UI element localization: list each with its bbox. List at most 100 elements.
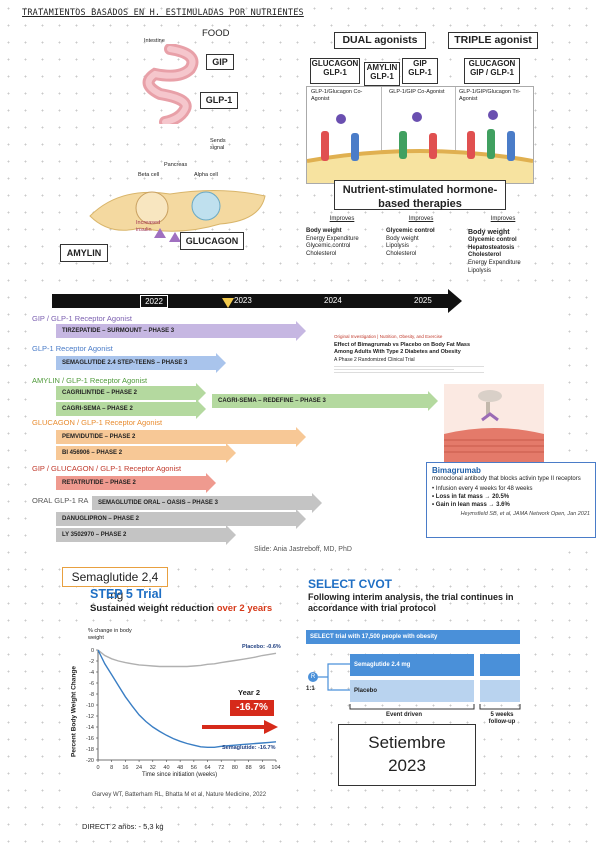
col3-item: Hepatosteatosis bbox=[468, 244, 515, 251]
col3-item: Body weight bbox=[468, 228, 510, 236]
triple-agonist-title: TRIPLE agonist bbox=[448, 32, 538, 49]
panel-title-2: GLP-1/GIP Co-Agonist bbox=[389, 89, 445, 95]
semaglutide-header: Semaglutide 2,4 mg bbox=[62, 567, 168, 602]
step5-ref: Garvey WT, Batterham RL, Bhatta M et al,… bbox=[92, 792, 267, 798]
col1-item: Cholesterol bbox=[306, 251, 337, 258]
slide-credit: Slide: Ania Jastreboff, MD, PhD bbox=[254, 546, 352, 553]
col2-item: Body weight bbox=[386, 235, 419, 242]
col1-item: Energy Expenditure bbox=[306, 235, 359, 242]
timeline-arrow-head bbox=[448, 289, 462, 313]
x-tick-label: 72 bbox=[218, 765, 224, 771]
y-tick-label: -14 bbox=[86, 725, 94, 731]
panel-title-3: GLP-1/GIP/Glucagon Tri-Agonist bbox=[459, 89, 521, 102]
cvot-placebo-followup bbox=[480, 680, 520, 702]
step5-subtitle: Sustained weight reduction over 2 years bbox=[90, 603, 272, 614]
group-label-amylin-glp1: AMYLIN / GLP-1 Receptor Agonist bbox=[32, 376, 148, 385]
step5-subtitle-b: over 2 years bbox=[216, 603, 273, 614]
improves-col-1: Improves Body weight Energy Expenditure … bbox=[306, 216, 378, 259]
agonists-panel: DUAL agonists TRIPLE agonist GLUCAGON GL… bbox=[296, 30, 538, 300]
glp1-box: GLP-1 bbox=[200, 92, 238, 109]
x-tick-label: 16 bbox=[122, 765, 128, 771]
bar-semaglutide-oral: SEMAGLUTIDE ORAL – OASIS – PHASE 3 bbox=[92, 493, 322, 513]
x-tick-label: 64 bbox=[204, 765, 210, 771]
bar-ly3502970: LY 3502970 – PHASE 2 bbox=[56, 525, 236, 545]
bar-semaglutide-teens: SEMAGLUTIDE 2.4 STEP-TEENS – PHASE 3 bbox=[56, 353, 226, 373]
amylin-glp1-box: AMYLIN GLP-1 bbox=[364, 62, 400, 86]
cvot-event-label: Event driven bbox=[386, 712, 423, 718]
x-tick-label: 0 bbox=[96, 765, 99, 771]
amylin-box: AMYLIN bbox=[60, 244, 108, 262]
improves-label-2: Improves bbox=[408, 216, 434, 222]
increased-insulin-label: Increased insulin bbox=[136, 220, 161, 233]
bimagrumab-desc: monoclonal antibody that blocks activin … bbox=[432, 476, 581, 482]
cvot-randomize: R bbox=[308, 672, 318, 682]
x-tick-label: 32 bbox=[150, 765, 156, 771]
beta-cell-label: Beta cell bbox=[138, 172, 160, 178]
bar-cagrilintide: CAGRILINTIDE – PHASE 2 bbox=[56, 383, 206, 403]
x-tick-label: 88 bbox=[246, 765, 252, 771]
x-tick-label: 40 bbox=[163, 765, 169, 771]
group-label-triple: GIP / GLUCAGON / GLP-1 Receptor Agonist bbox=[32, 464, 182, 473]
y-caption: % change in body weight bbox=[88, 628, 132, 641]
y-tick-label: -20 bbox=[86, 758, 94, 764]
glucagon-glp1-box: GLUCAGON GLP-1 bbox=[310, 58, 360, 84]
group-label-gip-glp1: GIP / GLP-1 Receptor Agonist bbox=[32, 314, 132, 323]
series-line-semaglutide bbox=[97, 649, 277, 748]
improves-col-2: Improves Glycemic control Body weight Li… bbox=[386, 216, 456, 259]
page-title: TRATAMIENTOS BASADOS EN H. ESTIMULADAS P… bbox=[22, 8, 304, 18]
bimagrumab-item-1: • Infusion every 4 weeks for 48 weeks bbox=[432, 486, 533, 492]
col3-item: Cholesterol bbox=[468, 252, 502, 259]
paper-tag: Original Investigation | Nutrition, Obes… bbox=[334, 334, 443, 339]
x-tick-label: 96 bbox=[259, 765, 265, 771]
x-tick-label: 80 bbox=[232, 765, 238, 771]
pancreas-label: Pancreas bbox=[164, 162, 188, 168]
group-label-glp1: GLP-1 Receptor Agonist bbox=[32, 344, 113, 353]
y-tick-label: -18 bbox=[86, 747, 94, 753]
y-tick-label: -16 bbox=[86, 736, 94, 742]
muscle-illustration bbox=[444, 384, 544, 462]
y-tick-label: -12 bbox=[86, 714, 94, 720]
glucagon-gip-glp1-box: GLUCAGON GIP / GLP-1 bbox=[464, 58, 520, 84]
y-tick-label: -6 bbox=[89, 681, 94, 687]
col3-item: Glycemic control bbox=[468, 236, 517, 243]
y-tick-label: -8 bbox=[89, 692, 94, 698]
now-marker bbox=[222, 298, 234, 308]
cvot-sema-bar: Semaglutide 2.4 mg bbox=[350, 654, 474, 676]
intestine-label: Intestine bbox=[144, 38, 165, 44]
paper-subtitle: A Phase 2 Randomized Clinical Trial bbox=[334, 356, 415, 363]
sends-signal-label: Sends signal bbox=[210, 138, 226, 151]
alpha-cell-label: Alpha cell bbox=[194, 172, 218, 178]
bar-cagri-sema-ph2: CAGRI-SEMA – PHASE 2 bbox=[56, 399, 206, 419]
bimagrumab-box: Bimagrumab monoclonal antibody that bloc… bbox=[426, 462, 596, 538]
col1-item: Glycemic control bbox=[306, 243, 351, 250]
y-tick-label: -4 bbox=[89, 670, 94, 676]
paper-title: Effect of Bimagrumab vs Placebo on Body … bbox=[334, 341, 471, 355]
cvot-followup-label: 5 weeks follow-up bbox=[488, 712, 516, 726]
dual-agonists-title: DUAL agonists bbox=[334, 32, 426, 49]
pancreas-drawing bbox=[89, 189, 266, 242]
semaglutide-label: Semaglutide: -16.7% bbox=[222, 745, 276, 751]
center-title: Nutrient-stimulated hormone-based therap… bbox=[334, 180, 506, 210]
improves-label-1: Improves bbox=[329, 216, 355, 222]
year-2025: 2025 bbox=[414, 296, 432, 305]
food-label: FOOD bbox=[202, 28, 230, 39]
bar-pemvidutide: PEMVIDUTIDE – PHASE 2 bbox=[56, 427, 306, 447]
bar-cagri-sema-redefine: CAGRI-SEMA – REDEFINE – PHASE 3 bbox=[212, 391, 438, 411]
cvot-branch-lines bbox=[318, 663, 350, 691]
col2-item: Lipolysis bbox=[386, 243, 410, 250]
cvot-subtitle: Following interim analysis, the trial co… bbox=[308, 592, 514, 614]
cvot-title: SELECT CVOT bbox=[308, 577, 393, 591]
receptor-illustration bbox=[307, 110, 533, 183]
series-line-placebo bbox=[97, 649, 277, 668]
cvot-bar: SELECT trial with 17,500 people with obe… bbox=[306, 630, 520, 644]
bar-danuglipron: DANUGLIPRON – PHASE 2 bbox=[56, 509, 306, 529]
bimagrumab-ref: Heymsfield SB, et al, JAMA Network Open,… bbox=[460, 511, 590, 518]
col2-item: Cholesterol bbox=[386, 251, 417, 258]
x-tick-label: 104 bbox=[271, 765, 280, 771]
timeline-slide: 2022 2023 2024 2025 GIP / GLP-1 Receptor… bbox=[28, 289, 596, 556]
bar-bi456906: BI 456906 – PHASE 2 bbox=[56, 443, 236, 463]
panel-title-1: GLP-1/Glucagon Co-Agonist bbox=[311, 89, 363, 102]
col2-item: Glycemic control bbox=[386, 227, 435, 234]
x-tick-label: 48 bbox=[177, 765, 183, 771]
